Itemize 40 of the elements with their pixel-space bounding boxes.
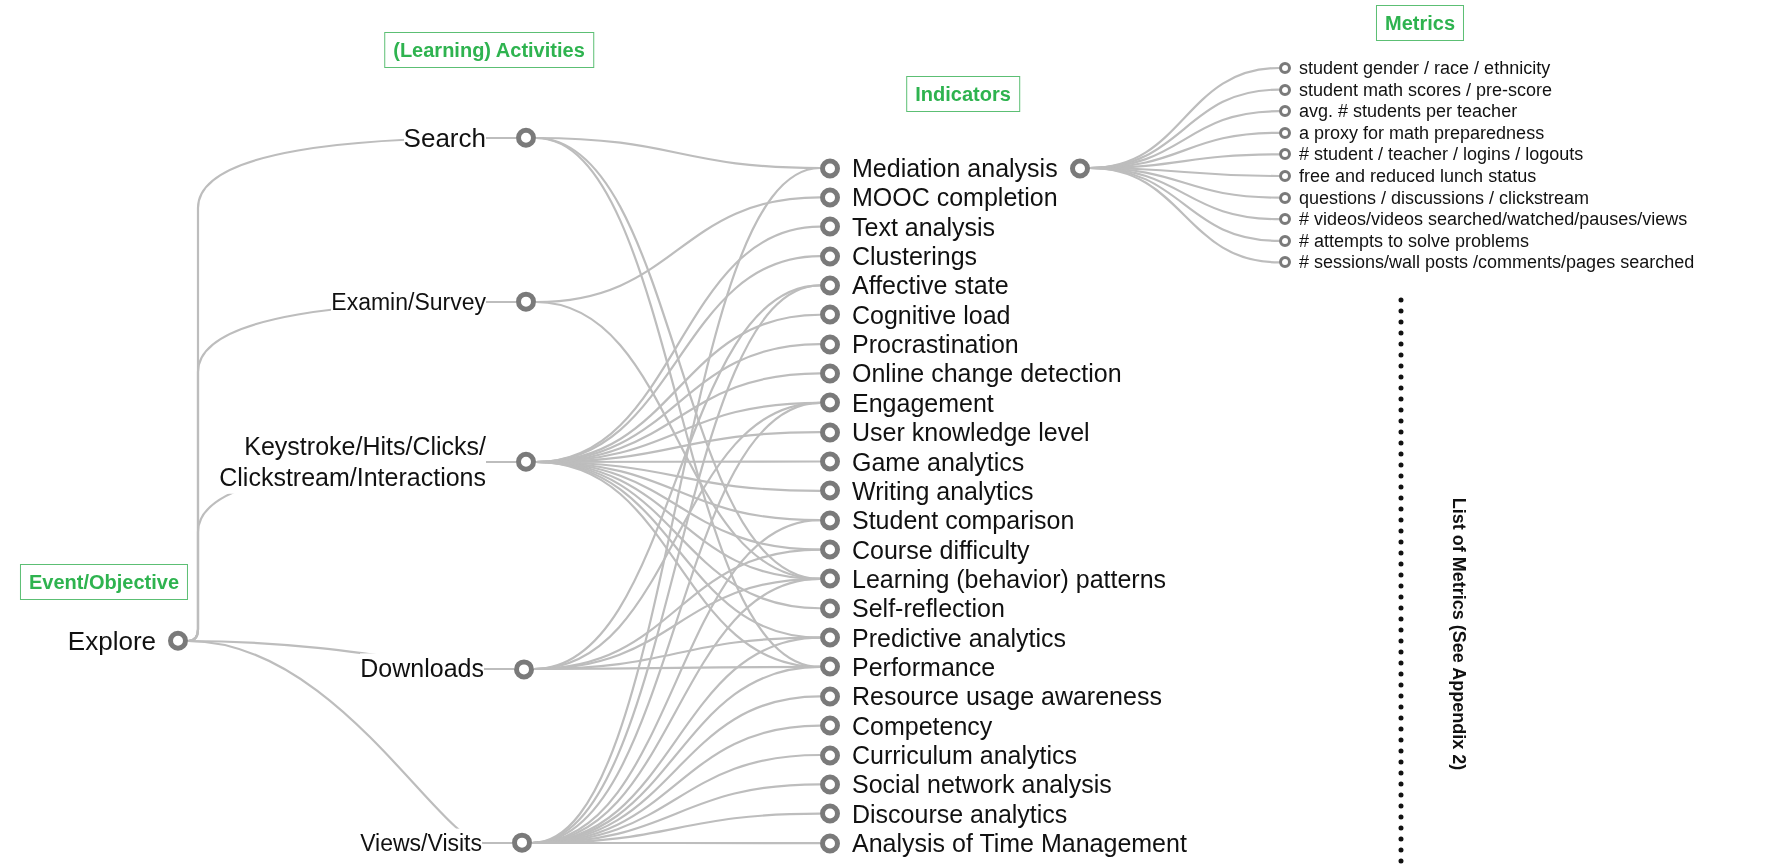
node-label: # sessions/wall posts /comments/pages searched [1299,253,1695,272]
node-label: # student / teacher / logins / logouts [1299,145,1584,164]
node-label: questions / discussions / clickstream [1299,188,1590,207]
node-label: Predictive analytics [852,625,1066,651]
node-label: Game analytics [852,449,1025,474]
node-label: Learning (behavior) patterns [852,566,1167,592]
node-label: Competency [852,713,993,739]
header-box: Indicators [906,76,1020,112]
node-label: Text analysis [852,214,996,240]
node-label: Analysis of Time Management [852,830,1187,856]
node-label: Online change detection [852,360,1122,386]
node-label: Writing analytics [852,478,1034,504]
node-label: student math scores / pre-score [1299,80,1553,99]
node-label: MOOC completion [852,184,1058,210]
node-label: Cognitive load [852,302,1011,328]
node-label: Curriculum analytics [852,742,1078,768]
node-label: Self-reflection [852,595,1005,621]
node-label: Social network analysis [852,771,1112,797]
vertical-label: List of Metrics (See Appendix 2) [1447,497,1470,771]
node-label: free and reduced lunch status [1299,167,1537,185]
header-box: Event/Objective [19,564,189,600]
node-label: # videos/videos searched/watched/pauses/views [1299,210,1688,229]
node-label: Affective state [852,272,1009,298]
node-label: Clusterings [852,243,978,269]
node-label: Procrastination [852,331,1019,357]
node-label: # attempts to solve problems [1299,231,1530,250]
node-label: Student comparison [852,507,1075,533]
connector-line [187,639,512,845]
node-label: User knowledge level [852,419,1090,445]
header-box: Metrics [1376,5,1464,41]
node-label: Discourse analytics [852,801,1068,827]
node-label: Engagement [852,390,994,416]
header-box: (Learning) Activities [384,32,594,68]
node-label: a proxy for math preparedness [1299,123,1545,142]
node-label: student gender / race / ethnicity [1299,59,1551,77]
node-label: Performance [852,654,996,680]
node-label: avg. # students per teacher [1299,102,1518,121]
node-label: Resource usage awareness [852,683,1162,709]
node-label: Course difficulty [852,537,1030,563]
node-label: Mediation analysis [852,155,1058,181]
